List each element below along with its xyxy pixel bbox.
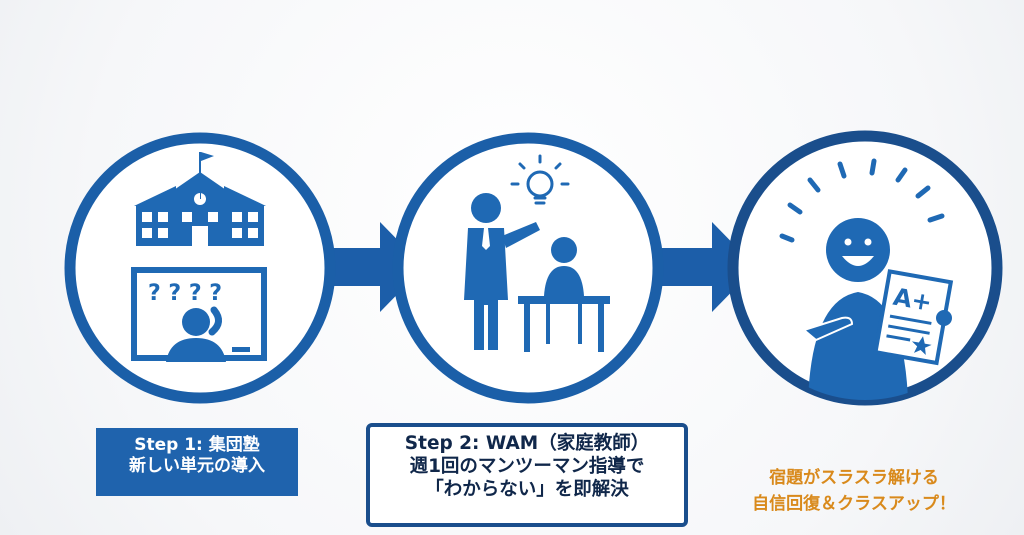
- step-2-description-line-1: 週1回のマンツーマン指導で: [409, 456, 645, 478]
- grade-text: A+: [891, 283, 934, 317]
- step-2-title: Step 2: WAM（家庭教師）: [404, 433, 650, 454]
- a-plus-paper-icon: A+: [873, 269, 954, 366]
- step-1-label: Step 1: 集団塾 新しい単元の導入: [96, 428, 298, 496]
- school-building-icon: [134, 152, 266, 246]
- student-at-desk-icon: [518, 237, 610, 352]
- step-3-label: 宿題がスラスラ解ける 自信回復＆クラスアップ！: [704, 466, 1004, 524]
- step-2-circle: [392, 132, 664, 404]
- question-marks: ? ? ? ?: [148, 281, 222, 306]
- lightbulb-icon: [510, 154, 570, 205]
- tutor-icon: [464, 193, 540, 350]
- step-3-title: 宿題がスラスラ解ける: [769, 468, 939, 488]
- step-1-description: 新しい単元の導入: [129, 456, 265, 477]
- confused-student-at-blackboard-icon: ? ? ? ?: [131, 267, 267, 362]
- step-2-label: Step 2: WAM（家庭教師） 週1回のマンツーマン指導で 「わからない」を…: [366, 423, 688, 527]
- step-1-title: Step 1: 集団塾: [134, 435, 260, 455]
- sparkle-burst-icon: [779, 158, 945, 243]
- step-3-description: 自信回復＆クラスアップ！: [752, 493, 956, 514]
- step-2-description-line-2: 「わからない」を即解決: [425, 479, 629, 501]
